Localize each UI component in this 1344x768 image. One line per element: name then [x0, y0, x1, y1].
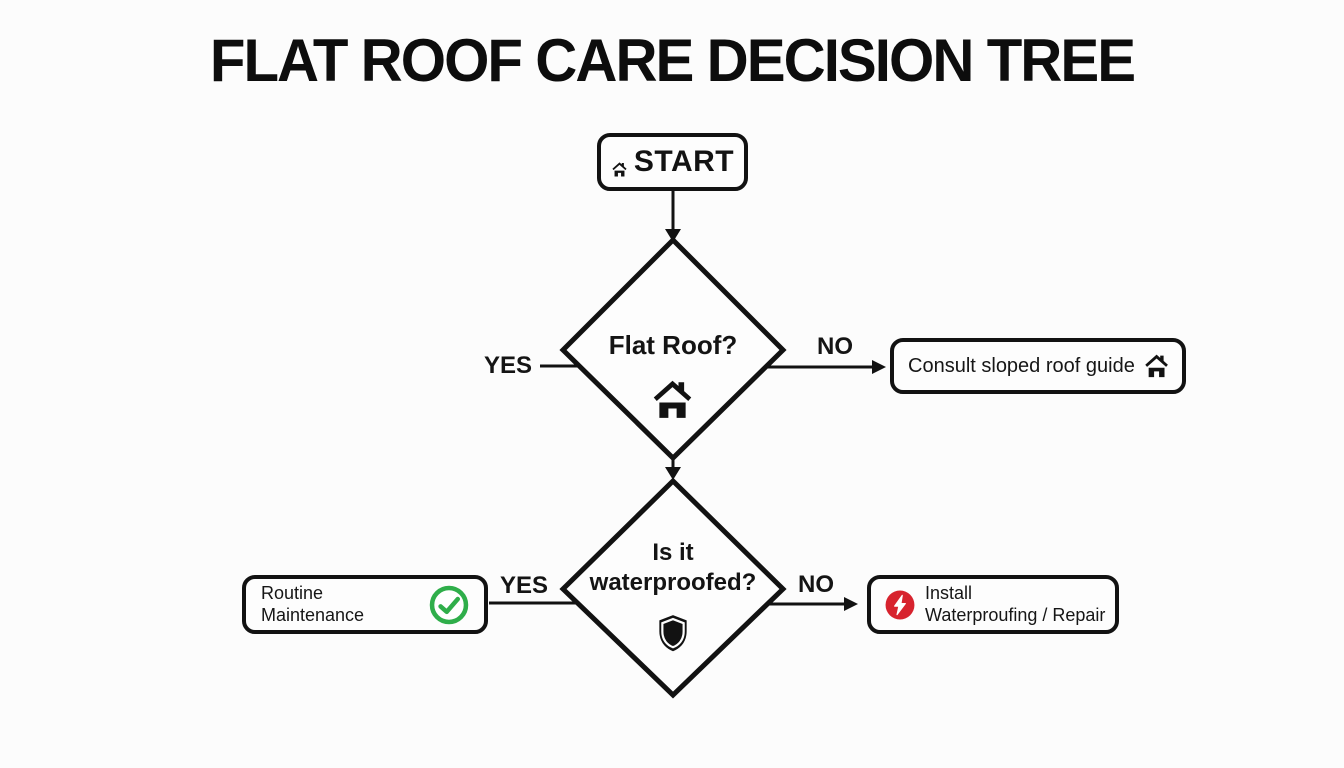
routine-label: Routine Maintenance — [261, 583, 428, 627]
house-icon — [1145, 354, 1168, 378]
waterproofed-no-label: NO — [798, 571, 834, 598]
install-label-line2: Waterproufing / Repair — [925, 604, 1106, 625]
routine-maintenance-node: Routine Maintenance — [242, 575, 488, 634]
install-label: Install Waterproufing / Repair — [925, 583, 1105, 627]
routine-label-line2: Maintenance — [261, 604, 365, 625]
waterproofed-diamond — [559, 477, 787, 699]
consult-sloped-roof-node: Consult sloped roof guide — [890, 338, 1186, 394]
consult-label: Consult sloped roof guide — [908, 354, 1135, 377]
alert-circle-icon — [885, 590, 915, 619]
waterproofed-question-line2: waterproofed? — [589, 569, 757, 596]
waterproofed-yes-label: YES — [500, 572, 549, 599]
install-label-line1: Install — [925, 582, 973, 603]
flat-roof-yes-label: YES — [484, 352, 533, 379]
start-label: START — [633, 145, 735, 178]
arrow-flat-roof-to-waterproofed — [665, 455, 681, 480]
start-node: START — [597, 133, 748, 191]
flat-roof-no-arrow — [767, 360, 886, 374]
waterproofed-question-line1: Is it — [652, 539, 694, 566]
flat-roof-no-label: NO — [817, 333, 853, 360]
check-circle-icon — [429, 585, 469, 624]
routine-label-line1: Routine — [261, 582, 324, 603]
flat-roof-question: Flat Roof? — [608, 330, 738, 360]
page-title: FLAT ROOF CARE DECISION TREE — [209, 27, 1136, 94]
house-icon — [612, 161, 627, 176]
house-icon — [653, 380, 692, 418]
shield-icon — [659, 615, 687, 652]
arrow-start-to-flat-roof — [665, 191, 681, 242]
waterproofed-no-arrow — [768, 597, 858, 611]
waterproofed-question: Is it waterproofed? — [578, 538, 768, 598]
install-waterproofing-node: Install Waterproufing / Repair — [867, 575, 1119, 634]
